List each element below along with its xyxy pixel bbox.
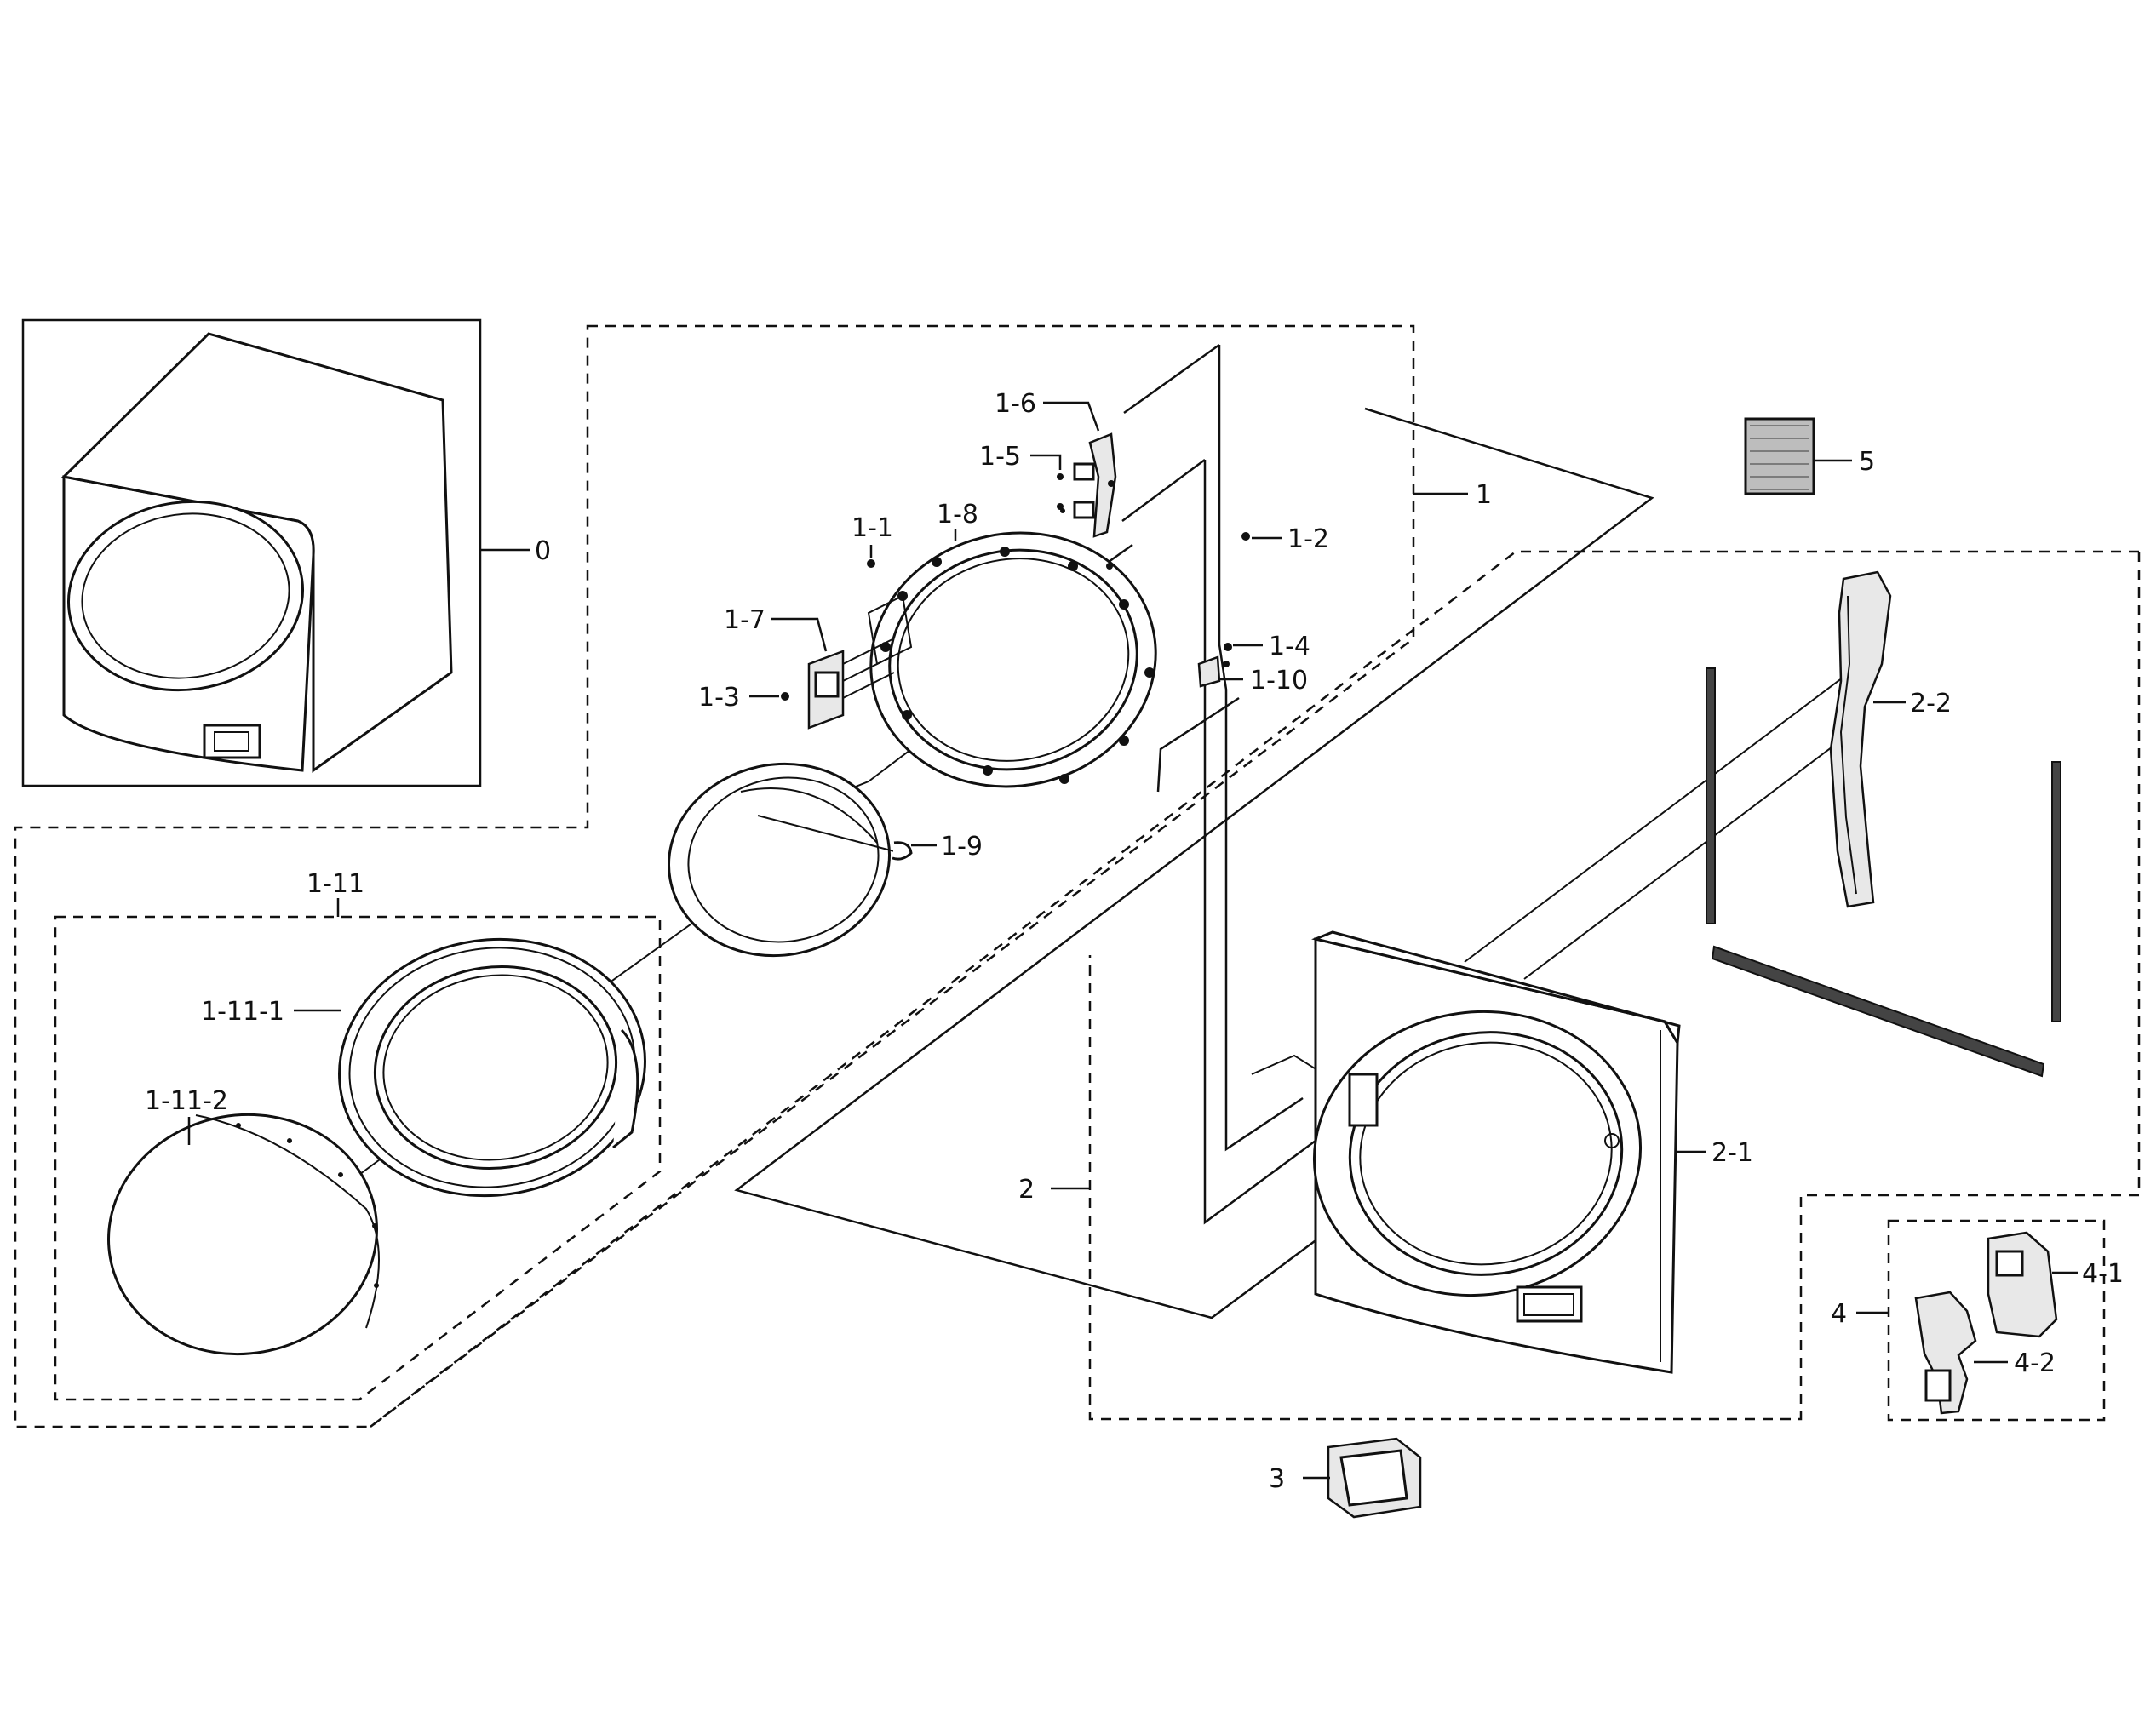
- label-1-8: 1-8: [937, 500, 978, 529]
- part-1-11-1-door-ring: 1-11-1: [201, 937, 646, 1198]
- part-1-10-striker: 1-4 1-10: [1197, 632, 1310, 695]
- part-1-11-door-assembly: 1-11 1-11-1 1-11-2: [107, 869, 646, 1356]
- label-3: 3: [1269, 1464, 1285, 1494]
- label-1-9: 1-9: [941, 832, 983, 862]
- assembly-outlines: [14, 324, 2141, 1428]
- label-4: 4: [1831, 1299, 1847, 1329]
- part-5-filter-pad: 5: [1744, 417, 1875, 495]
- label-1-11: 1-11: [307, 869, 364, 899]
- part-4-switch-group: 4 4-1 4-2: [1831, 1231, 2124, 1415]
- group-4-outline: [1887, 1219, 2106, 1422]
- label-1-2: 1-2: [1287, 524, 1329, 554]
- part-1-11-2-door-cover: 1-11-2: [107, 1086, 380, 1356]
- label-4-1: 4-1: [2082, 1259, 2124, 1289]
- label-1-7: 1-7: [724, 605, 765, 635]
- label-1-1: 1-1: [852, 513, 893, 543]
- label-1-4: 1-4: [1269, 632, 1310, 661]
- part-2-1-front-panel: 2-1: [1311, 930, 1753, 1374]
- part-1-6-hinge: 1-6 1-5: [979, 389, 1117, 570]
- label-1-10: 1-10: [1250, 666, 1308, 695]
- part-1-9-door-glass: 1-9: [668, 762, 983, 958]
- label-2: 2: [1018, 1175, 1035, 1205]
- label-1-6: 1-6: [995, 389, 1036, 419]
- label-1-11-2: 1-11-2: [145, 1086, 228, 1116]
- part-1-7-lock: 1-1 1-7 1-3: [698, 513, 895, 730]
- label-1-11-1: 1-11-1: [201, 997, 284, 1027]
- part-1-8-door-frame: 1-8: [867, 500, 1157, 788]
- label-1-3: 1-3: [698, 683, 740, 713]
- label-5: 5: [1859, 447, 1875, 477]
- part-2-2-seals: 2-2: [1706, 570, 2061, 1078]
- label-4-2: 4-2: [2014, 1348, 2056, 1378]
- group-1-11-outline: [54, 915, 662, 1401]
- dryer-cabinet: [60, 332, 453, 773]
- group-0-assembly: 0: [21, 318, 551, 787]
- part-3-control-housing: 3: [1269, 1437, 1422, 1519]
- label-1-5: 1-5: [979, 442, 1021, 472]
- part-4-1-switch: 4-1: [1987, 1231, 2124, 1338]
- part-1-2-screw: 1-2: [1241, 524, 1329, 554]
- part-4-2-switch: 4-2: [1914, 1291, 2056, 1415]
- label-2-1: 2-1: [1712, 1138, 1753, 1168]
- group-2-indicator: 2: [1018, 1175, 1090, 1205]
- label-0: 0: [535, 536, 551, 566]
- label-1: 1: [1476, 480, 1492, 510]
- label-2-2: 2-2: [1910, 689, 1952, 718]
